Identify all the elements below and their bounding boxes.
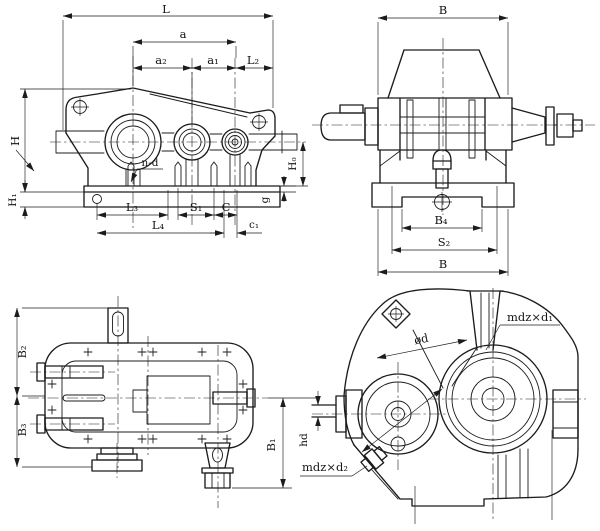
dim-label-L: L [162,2,170,16]
dim-label-a1: a₁ [207,53,218,67]
dim-label-L4: L₄ [152,218,165,232]
dim-label-g: g [259,196,271,203]
end-inspection-diamond [381,299,411,329]
plan-breather [107,307,129,344]
plan-oil-drain [201,442,234,489]
plan-left-shafts [36,362,106,434]
front-foundation-bolts [127,161,252,187]
dim-label-B-top: B [439,3,447,17]
dim-label-mdzd1: mdz×d₁ [507,310,553,324]
front-view: L a a₂ a₁ L₂ H H₁ H₀ g n-d [7,2,308,238]
dim-label-H: H [8,136,22,146]
dim-label-L3: L₃ [126,200,139,214]
front-dimensions: L a a₂ a₁ L₂ H H₁ H₀ g n-d [7,2,308,238]
front-shaft-webs [55,130,298,187]
dim-label-a2: a₂ [155,53,166,67]
dim-label-B-bottom: B [439,257,447,271]
end-view: ød mdz×d₁ mdz×d₂ hd [298,288,586,524]
dim-label-mdzd2: mdz×d₂ [302,460,348,474]
dim-label-B4: B₄ [434,213,447,227]
plan-housing [44,342,254,449]
dim-label-hd: hd [298,433,310,447]
side-input-shaft [320,104,379,146]
plan-centerlines [28,296,320,508]
dim-label-S2: S₂ [438,235,451,249]
dim-label-c1: c₁ [249,219,259,231]
dim-label-n-d: n-d [141,157,158,169]
dim-label-C: C [222,200,231,214]
side-dimensions: B B₄ S₂ B [377,3,509,276]
plan-foot-pad [91,447,143,472]
plan-right-shaft [212,388,256,408]
end-filler-neck [466,290,504,351]
side-centerlines [312,38,595,215]
dim-label-B2: B₂ [15,345,29,358]
dim-label-H0: H₀ [287,157,299,170]
plan-dimensions: B₂ B₃ B₁ [14,307,292,489]
end-housing-outline [343,288,579,507]
end-dimensions: ød mdz×d₁ mdz×d₂ hd [298,310,560,477]
front-housing [65,87,276,187]
front-boss-small [221,128,249,156]
plan-view: B₂ B₃ B₁ [14,296,320,508]
side-oil-dipstick [432,149,452,212]
plan-bolt-marks [47,347,248,444]
dim-label-B3: B₃ [15,423,29,436]
dim-label-a: a [180,27,187,41]
dim-label-H1: H₁ [7,193,19,206]
dim-label-B1: B₁ [264,438,278,451]
dim-label-S1: S₁ [190,200,203,214]
front-base [20,88,296,208]
end-output-boss [552,389,579,439]
side-view: B B₄ S₂ B [312,3,595,276]
dim-label-od: ød [413,331,430,348]
dim-label-L2: L₂ [247,53,259,67]
side-output-shaft [511,106,583,146]
